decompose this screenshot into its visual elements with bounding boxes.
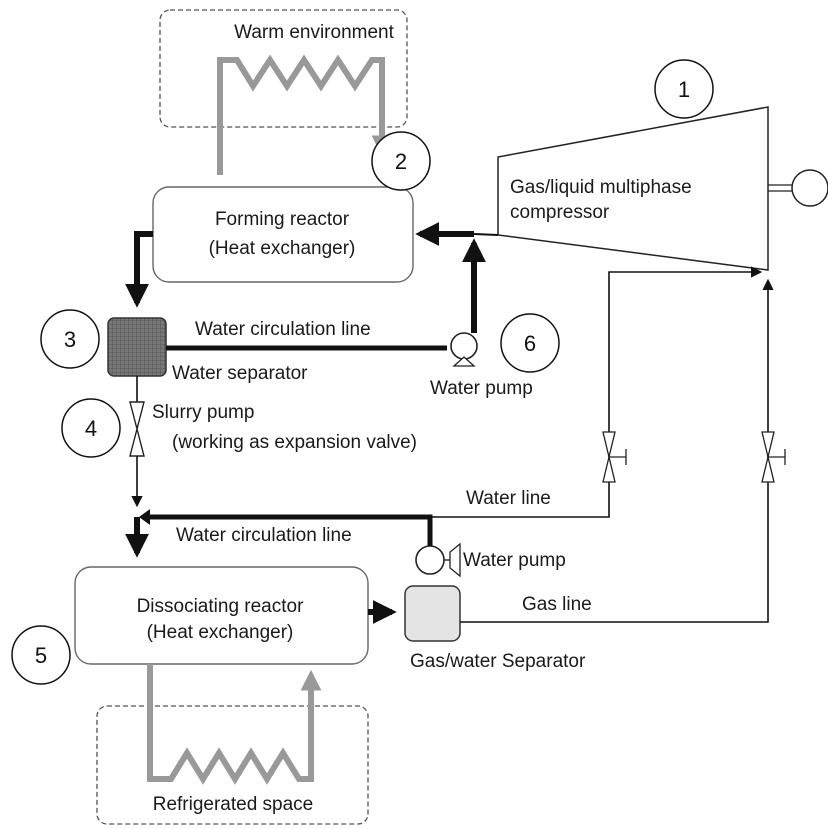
gas-water-separator-label: Gas/water Separator — [410, 651, 586, 672]
compressor-outlet-line — [473, 233, 499, 236]
warm-heat-loop — [217, 54, 393, 175]
gas-line — [460, 278, 774, 623]
water-line — [430, 266, 763, 518]
dissociating-reactor-box — [74, 566, 369, 665]
compressor-label-line1: Gas/liquid multiphase — [510, 177, 692, 198]
water-separator-label: Water separator — [172, 363, 308, 384]
slurry-pump-label-line2: (working as expansion valve) — [172, 432, 417, 453]
svg-text:6: 6 — [524, 331, 536, 356]
svg-text:2: 2 — [395, 149, 407, 174]
forming-to-separator-line — [125, 231, 153, 308]
compressor-motor — [791, 169, 828, 207]
marker-1: 1 — [654, 59, 714, 119]
svg-text:5: 5 — [35, 643, 47, 668]
marker-2: 2 — [371, 131, 431, 191]
dissociating-reactor-label-line2: (Heat exchanger) — [147, 622, 294, 643]
dissociating-reactor-label-line1: Dissociating reactor — [137, 596, 305, 617]
water-pump-bottom-label: Water pump — [463, 550, 566, 571]
gas-water-separator — [404, 585, 461, 642]
forming-reactor-label-line1: Forming reactor — [215, 209, 350, 230]
gas-line-label: Gas line — [522, 594, 592, 615]
slurry-pump-label: Slurry pump — [152, 402, 254, 423]
marker-5: 5 — [11, 625, 71, 685]
water-pump-top-label: Water pump — [430, 378, 533, 399]
refrigerated-space-label: Refrigerated space — [153, 794, 314, 815]
svg-text:1: 1 — [678, 77, 690, 102]
water-pump-bottom — [415, 545, 445, 575]
marker-4: 4 — [61, 398, 121, 458]
water-circulation-line-bottom-label: Water circulation line — [176, 525, 352, 546]
svg-text:3: 3 — [64, 327, 76, 352]
svg-text:4: 4 — [85, 416, 97, 441]
slurry-pump-valve — [129, 401, 145, 457]
compressor-body — [497, 106, 769, 271]
forming-reactor-box — [152, 186, 414, 283]
forming-reactor-label-line2: (Heat exchanger) — [209, 238, 356, 259]
water-separator — [107, 317, 167, 377]
warm-environment-box — [159, 9, 408, 128]
compressor-label-line2: compressor — [510, 202, 610, 223]
refrigerated-space-box — [96, 705, 369, 825]
water-line-label: Water line — [466, 488, 551, 509]
water-pump-top — [450, 332, 478, 360]
water-circulation-line-top-label: Water circulation line — [195, 319, 371, 340]
marker-6: 6 — [500, 313, 560, 373]
refrigerated-heat-loop — [147, 664, 322, 785]
warm-environment-label: Warm environment — [234, 22, 395, 43]
marker-3: 3 — [40, 309, 100, 369]
